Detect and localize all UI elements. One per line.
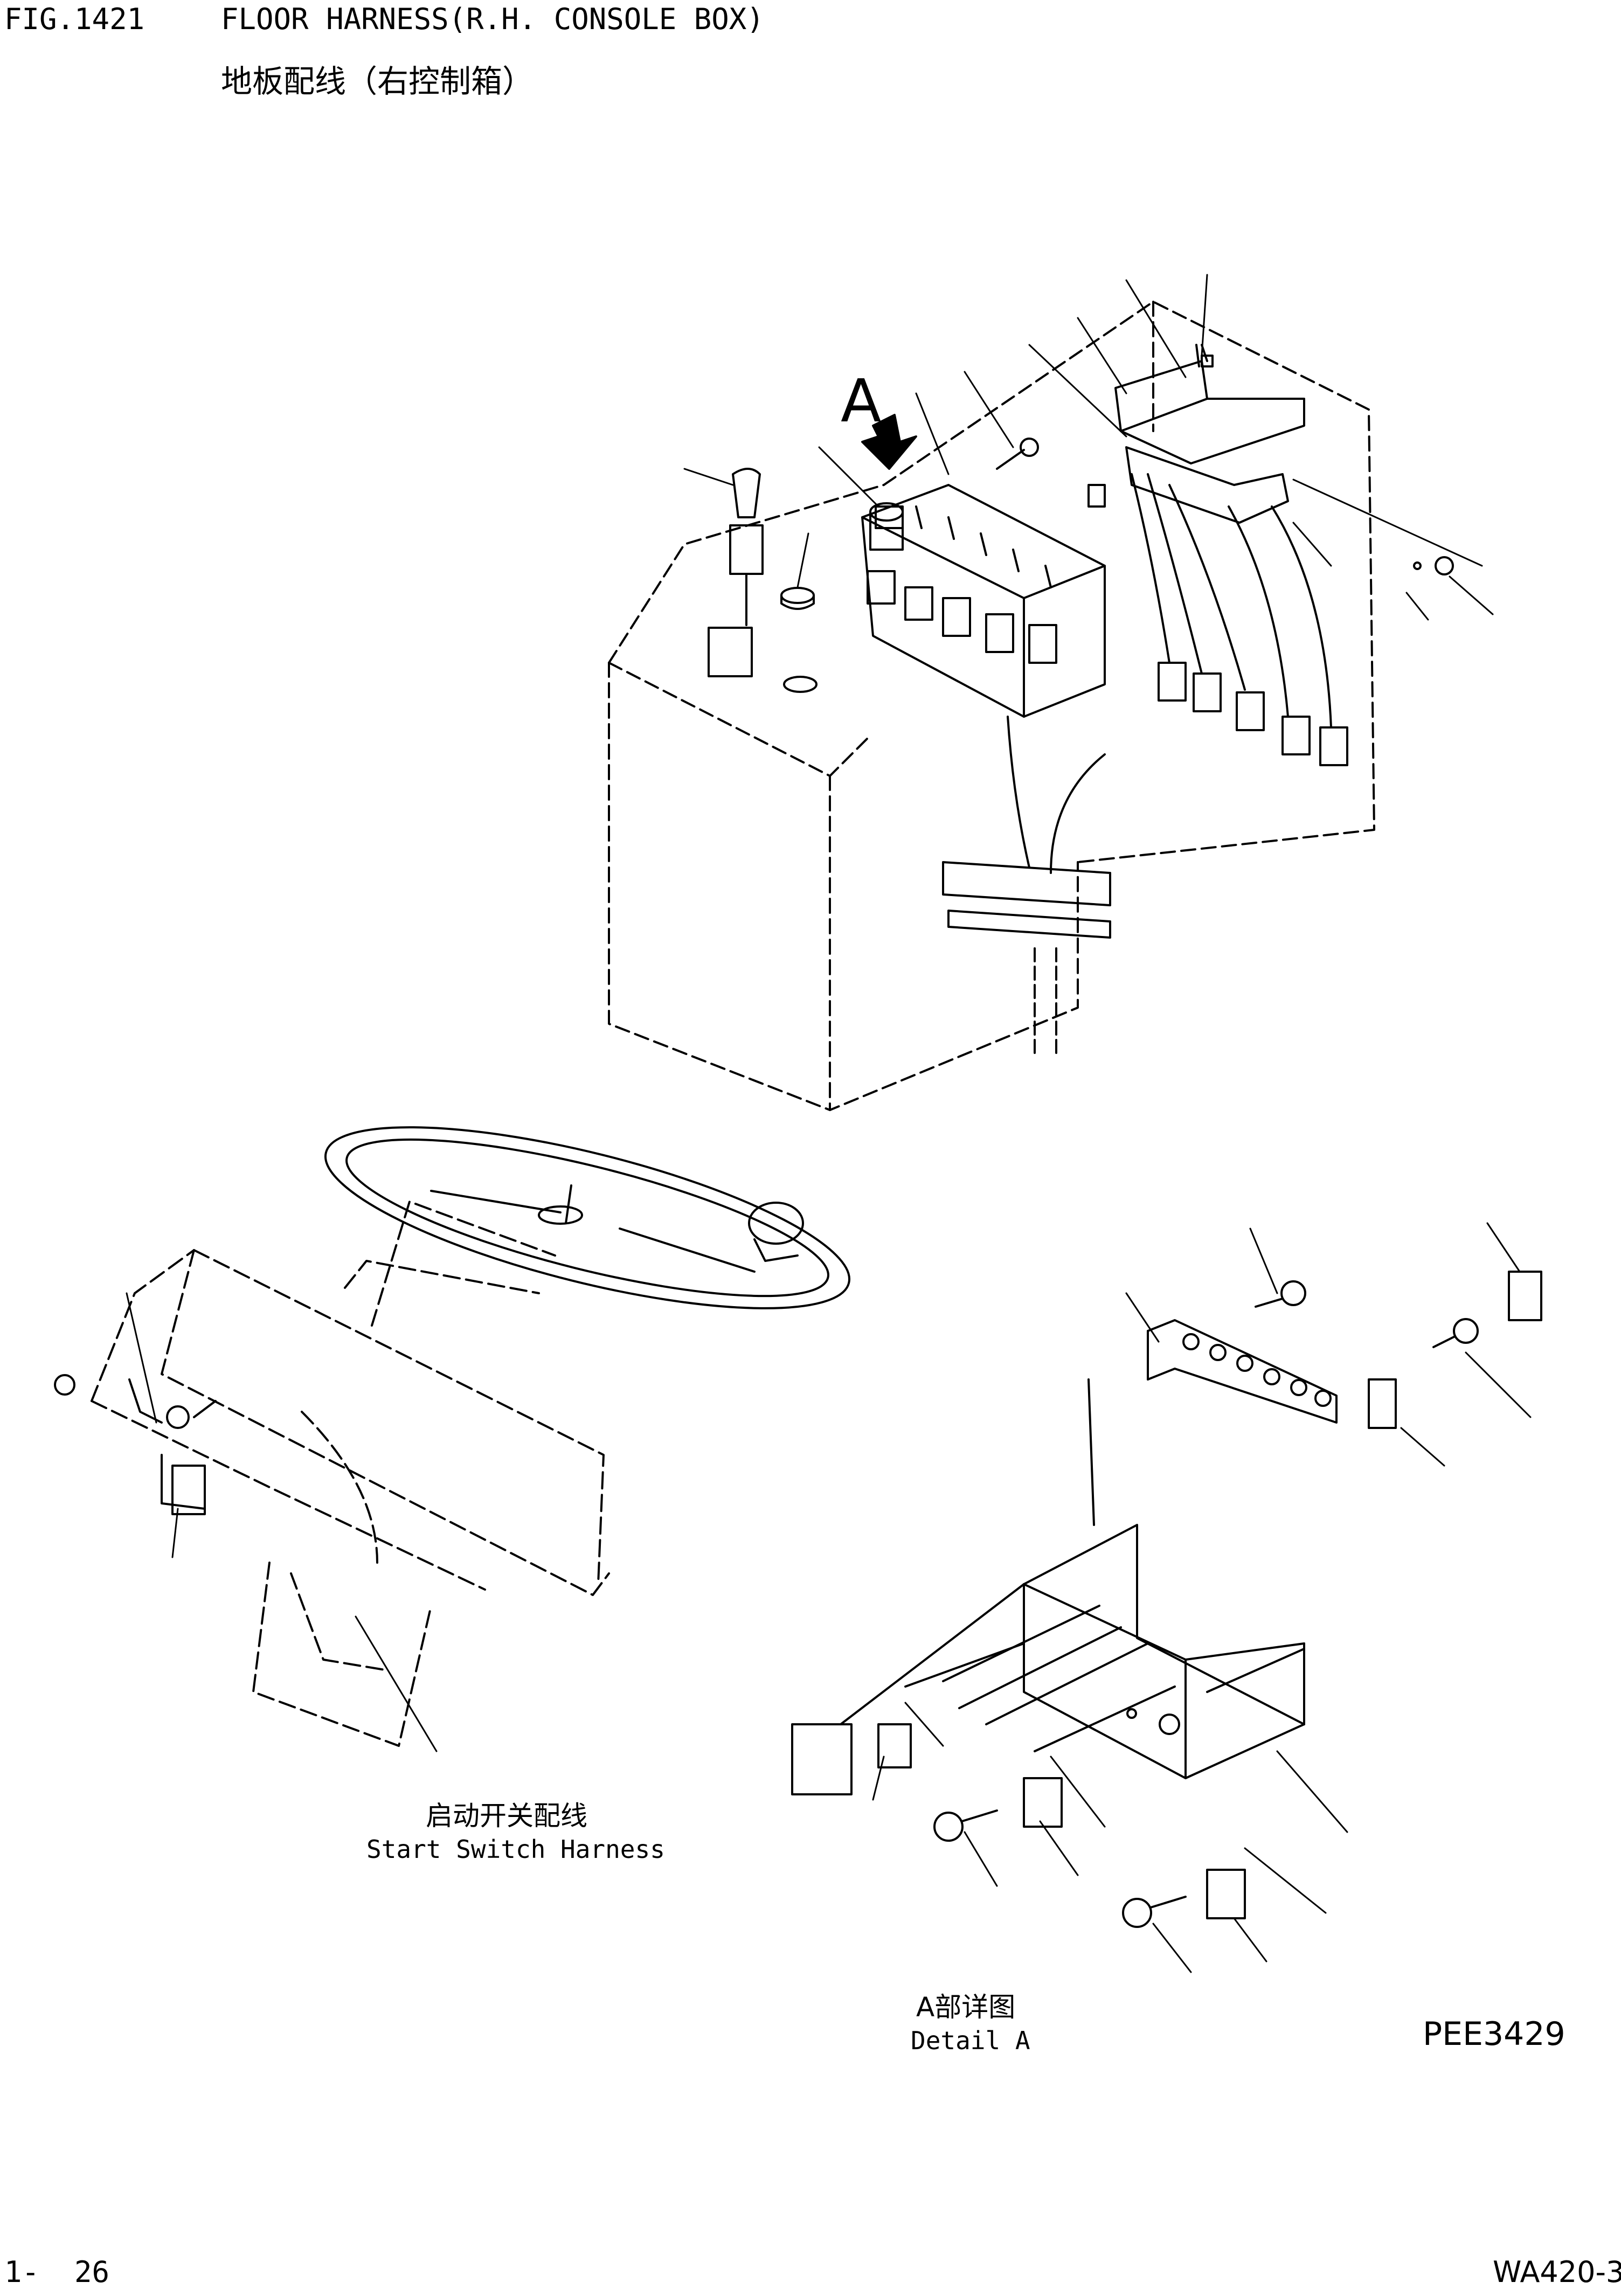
figure-title-zh: 地板配线（右控制箱） <box>221 63 534 100</box>
detail-a-label-zh: A部详图 <box>916 1992 1016 2023</box>
model-code: WA420-3 <box>1493 2255 1621 2289</box>
detail-a-relays <box>791 1271 1542 1919</box>
figure-title-en: FLOOR HARNESS(R.H. CONSOLE BOX) <box>221 2 764 36</box>
steering-column <box>91 1201 610 1747</box>
harness-wires <box>1007 473 1332 874</box>
detail-a-wires <box>840 1378 1095 1725</box>
detail-a-strip <box>1147 1319 1338 1424</box>
leader-lines-steering <box>126 1292 438 1752</box>
leader-lines-detail <box>872 1222 1532 1973</box>
knob-switch <box>780 502 904 693</box>
key-switch <box>708 468 764 677</box>
detail-a-bolts <box>933 1280 1479 1928</box>
drawing-code: PEE3429 <box>1423 2015 1565 2053</box>
leader-lines-top <box>683 274 1494 621</box>
harness-plugs <box>1158 662 1348 766</box>
start-switch-label-zh: 启动开关配线 <box>426 1800 587 1832</box>
detail-a-label-en: Detail A <box>911 2026 1030 2055</box>
screws-top <box>996 438 1454 575</box>
view-arrow <box>861 414 917 470</box>
view-marker-label: A <box>841 366 882 435</box>
detail-a-tray <box>942 1524 1305 1779</box>
fuse-block <box>861 484 1106 718</box>
page-number: 1- 26 <box>4 2255 110 2289</box>
top-connectors <box>1114 344 1305 524</box>
figure-number: FIG.1421 <box>4 2 145 36</box>
floor-bracket <box>942 861 1111 1057</box>
console-box-outline <box>608 301 1375 1111</box>
start-switch-label-en: Start Switch Harness <box>366 1835 665 1864</box>
steering-switches <box>54 1374 217 1515</box>
steering-wheel <box>324 1126 851 1309</box>
